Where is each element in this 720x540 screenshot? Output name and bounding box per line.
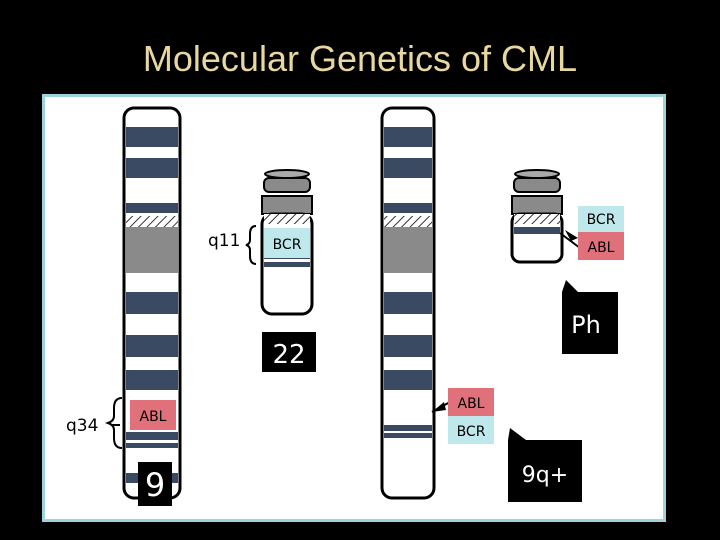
band	[126, 127, 178, 147]
centromere	[126, 216, 178, 227]
bcr-label-ph: BCR	[587, 212, 616, 228]
nine-q-plus-label: 9q+	[522, 463, 568, 488]
band	[384, 370, 432, 390]
centromere	[384, 216, 432, 227]
abl-gene-box-ph	[578, 232, 624, 260]
bcr-label-9q: BCR	[457, 424, 486, 440]
band	[126, 292, 178, 314]
slide-title: Molecular Genetics of CML	[142, 38, 578, 79]
band	[384, 158, 432, 178]
abl-label-ph: ABL	[588, 240, 615, 256]
band	[384, 292, 432, 314]
bcr-gene-box-9q	[448, 416, 494, 444]
bcr-gene-box-ph	[578, 206, 624, 232]
chr9-label: 9	[145, 466, 165, 504]
chr22-label-box	[262, 332, 316, 372]
band	[126, 370, 178, 390]
centromere	[514, 214, 560, 224]
heterochromatin	[384, 227, 432, 273]
ph-callout	[562, 280, 618, 354]
bcr-gene-box-22	[264, 228, 310, 258]
centromere	[264, 214, 310, 224]
bcr-label-22: BCR	[273, 237, 302, 253]
chr9-label-box	[138, 462, 172, 506]
abl-gene-box-9q	[448, 388, 494, 416]
band	[384, 335, 432, 357]
band	[384, 127, 432, 147]
q34-label: q34	[66, 416, 98, 436]
nine-q-plus-callout	[508, 428, 582, 502]
band	[514, 227, 560, 234]
band	[126, 443, 178, 448]
abl-gene-box-9	[130, 400, 176, 430]
q11-bracket	[245, 225, 257, 265]
band	[126, 335, 178, 357]
band	[264, 262, 310, 267]
abl-label-9: ABL	[140, 409, 167, 425]
band	[126, 203, 178, 213]
heterochromatin	[126, 227, 178, 273]
band	[384, 425, 432, 431]
band	[126, 158, 178, 178]
band	[126, 432, 178, 440]
chromosome-9	[122, 106, 182, 500]
abl-label-9q: ABL	[458, 396, 485, 412]
chr22-label: 22	[272, 340, 305, 370]
chromosome-ph	[510, 169, 564, 264]
band	[384, 433, 432, 438]
q34-bracket	[104, 397, 123, 449]
chromosome-9q-plus	[380, 106, 436, 500]
arrows	[112, 230, 581, 426]
q11-label: q11	[208, 231, 240, 251]
ph-label: Ph	[571, 311, 601, 339]
band	[384, 203, 432, 213]
